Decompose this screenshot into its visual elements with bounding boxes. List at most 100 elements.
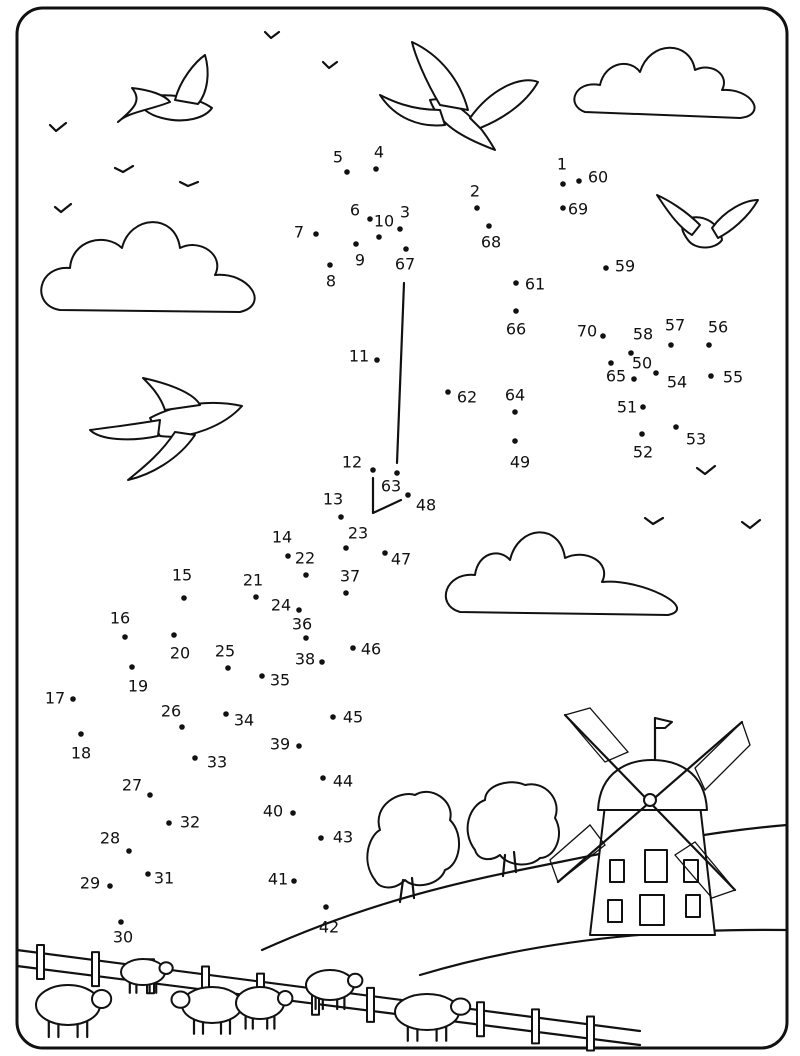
dot-point [706, 342, 712, 348]
dot-point [303, 572, 309, 578]
dot-58: 58 [628, 325, 653, 356]
dot-number: 47 [391, 550, 411, 569]
dot-64: 64 [505, 386, 525, 415]
dot-point [171, 632, 177, 638]
dot-point [225, 665, 231, 671]
cloud-left [40, 221, 256, 313]
dot-point [512, 409, 518, 415]
dot-number: 10 [374, 212, 394, 231]
dot-number: 42 [319, 918, 339, 937]
dot-number: 43 [333, 828, 353, 847]
dot-number: 59 [615, 257, 635, 276]
dot-point [405, 492, 411, 498]
dot-number: 54 [667, 373, 687, 392]
dot-15: 15 [172, 566, 192, 601]
dot-20: 20 [170, 632, 190, 663]
dot-number: 65 [606, 367, 626, 386]
dot-69: 69 [560, 200, 588, 219]
dot-number: 70 [577, 322, 597, 341]
dot-point [291, 878, 297, 884]
dot-21: 21 [243, 571, 263, 600]
dot-number: 69 [568, 200, 588, 219]
dot-number: 30 [113, 928, 133, 947]
dot-number: 60 [588, 168, 608, 187]
dot-point [290, 810, 296, 816]
dot-41: 41 [268, 870, 297, 889]
dot-33: 33 [192, 753, 227, 772]
drawn-guide-lines [371, 281, 406, 515]
dot-28: 28 [100, 829, 132, 854]
dot-point [512, 438, 518, 444]
dot-40: 40 [263, 802, 296, 821]
dot-18: 18 [71, 731, 91, 763]
dot-27: 27 [122, 776, 153, 798]
dot-point [576, 178, 582, 184]
dot-36: 36 [292, 615, 312, 641]
dot-point [376, 234, 382, 240]
dot-63: 63 [381, 470, 401, 496]
dot-point [318, 835, 324, 841]
dot-point [126, 848, 132, 854]
dot-number: 17 [45, 689, 65, 708]
dot-number: 26 [161, 702, 181, 721]
dot-53: 53 [673, 424, 706, 449]
dot-point [639, 431, 645, 437]
dot-4: 4 [373, 143, 384, 172]
dot-number: 66 [506, 320, 526, 339]
dot-49: 49 [510, 438, 530, 472]
dot-number: 40 [263, 802, 283, 821]
dot-number: 52 [633, 443, 653, 462]
dot-point [296, 743, 302, 749]
tree-left [366, 790, 461, 904]
dot-number: 9 [355, 251, 365, 270]
dot-51: 51 [617, 398, 646, 417]
dot-50: 50 [631, 354, 652, 382]
dot-13: 13 [323, 490, 344, 520]
dot-56: 56 [706, 318, 728, 348]
dot-number: 27 [122, 776, 142, 795]
dot-23: 23 [343, 524, 368, 551]
dot-point [403, 246, 409, 252]
dot-point [323, 904, 329, 910]
dot-number: 63 [381, 477, 401, 496]
dot-point [181, 595, 187, 601]
dot-number: 12 [342, 453, 362, 472]
dot-number: 2 [470, 182, 480, 201]
dot-point [353, 241, 359, 247]
dot-57: 57 [665, 316, 685, 348]
dot-point [223, 711, 229, 717]
dot-35: 35 [259, 671, 290, 690]
dot-8: 8 [326, 262, 336, 291]
dot-point [708, 373, 714, 379]
dot-point [373, 166, 379, 172]
dot-point [296, 607, 302, 613]
dot-44: 44 [320, 772, 353, 791]
dot-number: 29 [80, 874, 100, 893]
dot-31: 31 [145, 869, 174, 888]
dot-number: 53 [686, 430, 706, 449]
bird-top-left [117, 54, 213, 123]
dot-43: 43 [318, 828, 353, 847]
cloud-top-right [573, 46, 756, 119]
dot-number: 50 [632, 354, 652, 373]
dot-number: 31 [154, 869, 174, 888]
dot-point [474, 205, 480, 211]
sheep [235, 986, 294, 1030]
hill-line [260, 823, 789, 952]
dot-number: 16 [110, 609, 130, 628]
dot-number: 36 [292, 615, 312, 634]
dot-number: 44 [333, 772, 353, 791]
dot-60: 60 [576, 168, 608, 187]
dot-68: 68 [481, 223, 501, 252]
dot-number: 1 [557, 155, 567, 174]
dot-number: 62 [457, 388, 477, 407]
dot-number: 45 [343, 708, 363, 727]
dot-42: 42 [319, 904, 339, 937]
dot-number: 20 [170, 644, 190, 663]
windmill [549, 707, 751, 936]
dot-number: 13 [323, 490, 343, 509]
dot-number: 35 [270, 671, 290, 690]
dot-17: 17 [45, 689, 76, 708]
dot-37: 37 [340, 567, 360, 596]
dot-54: 54 [653, 370, 687, 392]
